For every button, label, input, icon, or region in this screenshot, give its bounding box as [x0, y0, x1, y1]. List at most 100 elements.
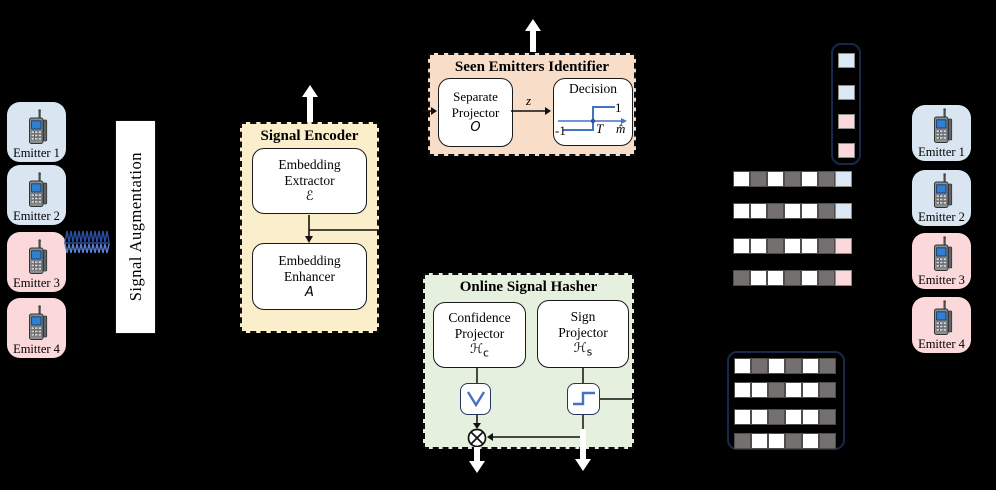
emitter-label: Emitter 4 [13, 341, 60, 356]
hash-bit-cell [750, 238, 767, 254]
max-operator-icon [460, 383, 491, 415]
hash-bit-cell [734, 433, 751, 449]
emitter-tag-cell [835, 238, 852, 254]
up-arrow-encoder [302, 85, 318, 122]
query-tags-container [831, 43, 861, 165]
emitter-label: Emitter 2 [13, 208, 60, 223]
hash-bit-cell [767, 238, 784, 254]
emitter-card: Emitter 2 [912, 170, 971, 226]
confidence-projector-box: Confidence Projector ℋc [433, 302, 526, 368]
hash-bit-cell [818, 171, 835, 187]
online-signal-hasher-panel: Online Signal Hasher Confidence Projecto… [423, 273, 634, 449]
hash-bit-cell [750, 171, 767, 187]
hash-bit-cell [767, 270, 784, 286]
svg-text:-1: -1 [555, 123, 566, 138]
hash-bit-cell [802, 382, 819, 398]
hash-bit-cell [768, 409, 785, 425]
hash-bit-cell [819, 358, 836, 374]
hash-bit-cell [750, 203, 767, 219]
radio-phone-icon [29, 305, 48, 340]
radio-phone-icon [934, 300, 953, 335]
emitter-label: Emitter 4 [918, 336, 965, 351]
hash-bit-cell [785, 358, 802, 374]
hash-bit-cell [767, 171, 784, 187]
hash-bit-cell [801, 270, 818, 286]
hash-code-row [733, 270, 852, 286]
hash-bit-cell [751, 382, 768, 398]
hash-bit-cell [785, 382, 802, 398]
hash-bit-cell [785, 433, 802, 449]
emitter-card: Emitter 2 [7, 165, 66, 225]
radio-phone-icon [934, 108, 953, 143]
hash-bit-cell [733, 171, 750, 187]
separate-projector-symbol: O [470, 120, 481, 136]
hash-bit-cell [734, 382, 751, 398]
hash-bit-cell [818, 203, 835, 219]
decision-step-plot: 1 -1 T m̂ [555, 100, 627, 138]
embedding-extractor-box: Embedding Extractor ℰ [252, 148, 367, 214]
confidence-projector-symbol: ℋc [470, 342, 489, 360]
emitter-label: Emitter 3 [918, 272, 965, 287]
hash-bit-cell [801, 171, 818, 187]
hash-matrix-row [734, 433, 836, 449]
emitter-tag-cell [835, 270, 852, 286]
emitter-card: Emitter 1 [912, 105, 971, 161]
hash-bit-cell [784, 270, 801, 286]
hash-bit-cell [819, 409, 836, 425]
hash-bit-cell [768, 358, 785, 374]
signal-encoder-panel: Signal Encoder Embedding Extractor ℰ Emb… [240, 122, 379, 333]
extractor-symbol: ℰ [305, 189, 314, 205]
emitter-label: Emitter 1 [13, 145, 60, 160]
hash-bit-cell [767, 203, 784, 219]
radio-phone-icon [29, 109, 48, 144]
hash-matrix-row [734, 409, 836, 425]
emitter-label: Emitter 2 [918, 209, 965, 224]
enhancer-symbol: A [305, 284, 314, 300]
radio-phone-icon [29, 172, 48, 207]
seen-emitters-identifier-title: Seen Emitters Identifier [454, 59, 610, 75]
z-label: z [526, 93, 532, 108]
signal-waveform-icon [64, 227, 112, 259]
hash-bit-cell [802, 358, 819, 374]
hash-matrix-row [734, 358, 836, 374]
hash-code-row [733, 238, 852, 254]
emitter-card: Emitter 1 [7, 102, 66, 162]
hash-database-container [727, 351, 845, 450]
hash-code-row [733, 203, 852, 219]
radio-phone-icon [29, 239, 48, 274]
hash-bit-cell [734, 409, 751, 425]
sign-projector-box: Sign Projector ℋs [537, 300, 629, 368]
down-arrow-confidence [469, 447, 485, 473]
hash-bit-cell [733, 203, 750, 219]
emitter-card: Emitter 3 [912, 233, 971, 289]
seen-emitters-identifier-panel: Seen Emitters Identifier Separate Projec… [428, 53, 636, 156]
hash-bit-cell [751, 409, 768, 425]
hash-bit-cell [768, 433, 785, 449]
hash-bit-cell [784, 203, 801, 219]
hash-bit-cell [751, 433, 768, 449]
hash-bit-cell [819, 382, 836, 398]
hash-bit-cell [802, 433, 819, 449]
svg-text:1: 1 [615, 100, 622, 115]
query-tag-cell [838, 53, 855, 68]
radio-phone-icon [934, 173, 953, 208]
signal-augmentation-box: Signal Augmentation [115, 120, 156, 334]
signal-augmentation-label: Signal Augmentation [125, 152, 145, 302]
hash-matrix-row [734, 382, 836, 398]
sign-function-icon [567, 383, 600, 415]
query-tag-cell [838, 85, 855, 100]
signal-encoder-title: Signal Encoder [260, 128, 359, 144]
radio-phone-icon [934, 236, 953, 271]
emitter-card: Emitter 3 [7, 232, 66, 292]
emitter-tag-cell [835, 203, 852, 219]
hash-bit-cell [785, 409, 802, 425]
hash-bit-cell [819, 433, 836, 449]
emitter-label: Emitter 3 [13, 275, 60, 290]
query-tag-cell [838, 143, 855, 158]
hash-bit-cell [802, 409, 819, 425]
hash-bit-cell [784, 238, 801, 254]
hash-bit-cell [768, 382, 785, 398]
emitter-tag-cell [835, 171, 852, 187]
emitter-card: Emitter 4 [912, 297, 971, 353]
